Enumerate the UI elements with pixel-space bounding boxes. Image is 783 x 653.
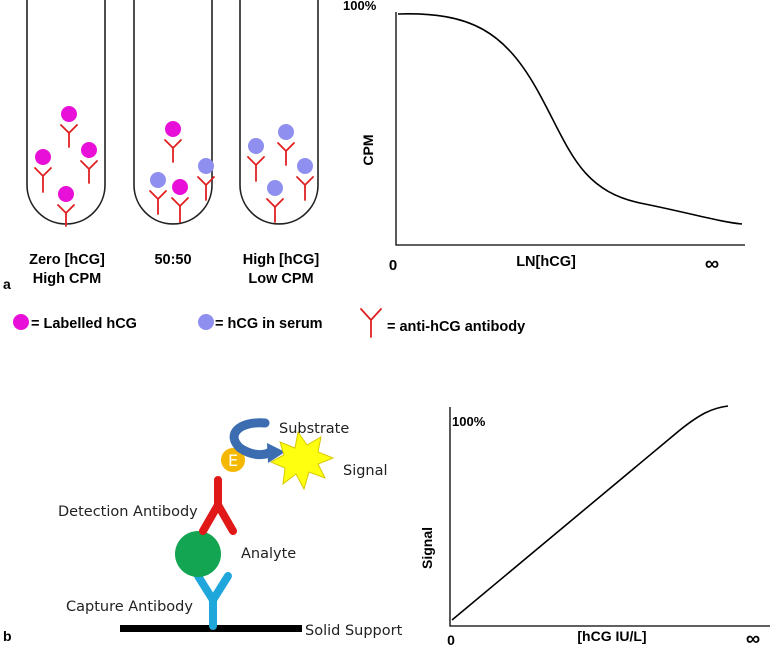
- antibody-icon: [296, 176, 314, 201]
- reaction-arrow: [229, 418, 275, 460]
- serum-hcg-dot: [278, 124, 294, 140]
- serum-hcg-legend-icon: [198, 314, 214, 330]
- antibody-icon: [164, 139, 182, 163]
- tube-1-label-line2: High CPM: [33, 271, 101, 287]
- cpm-x-origin-label: 0: [389, 257, 397, 274]
- panel-a-letter: a: [3, 276, 11, 292]
- enzyme-circle: [221, 448, 245, 472]
- solid-support-label: Solid Support: [305, 623, 403, 639]
- signal-chart: 100% Signal 0 [hCG IU/L] ∞: [419, 405, 770, 650]
- panel-b: E Substrate Signal Detection Antibody An…: [3, 405, 770, 650]
- labelled-hcg-dot: [81, 142, 97, 158]
- antibody-icon: [247, 156, 265, 182]
- antibody-icon: [80, 160, 98, 184]
- tube-3-label-line1: High [hCG]: [243, 252, 320, 268]
- signal-x-end-label: ∞: [746, 628, 760, 650]
- panel-a: Zero [hCG] High CPM 50:50 High [hCG] Low…: [3, 0, 745, 338]
- tube-zero-hcg: [26, 0, 106, 227]
- cpm-y-top-label: 100%: [343, 0, 377, 13]
- panel-b-letter: b: [3, 628, 12, 644]
- tube-2-label: 50:50: [154, 252, 191, 268]
- antibody-icon: [171, 197, 189, 223]
- elisa-diagram: E Substrate Signal Detection Antibody An…: [58, 418, 403, 639]
- signal-ylabel: Signal: [419, 527, 435, 569]
- antibody-icon: [277, 142, 295, 166]
- antibody-icon: [197, 176, 215, 201]
- antibody-icon: [149, 190, 167, 215]
- legend-serum: = hCG in serum: [215, 316, 323, 332]
- cpm-xlabel: LN[hCG]: [516, 254, 576, 270]
- labelled-hcg-legend-icon: [13, 314, 29, 330]
- cpm-ylabel: CPM: [360, 134, 376, 165]
- antibody-icon: [60, 124, 78, 148]
- enzyme-label: E: [228, 451, 238, 470]
- cpm-chart-axes: [395, 12, 745, 246]
- signal-burst-icon: [269, 430, 335, 491]
- tube-outline: [133, 0, 213, 225]
- legend-labelled: = Labelled hCG: [31, 316, 137, 332]
- labelled-hcg-dot: [165, 121, 181, 137]
- signal-label: Signal: [343, 463, 388, 479]
- tube-3-label-line2: Low CPM: [248, 271, 313, 287]
- detection-antibody-label: Detection Antibody: [58, 504, 198, 520]
- antibody-icon: [57, 204, 75, 227]
- signal-curve: [451, 405, 729, 621]
- signal-xlabel: [hCG IU/L]: [577, 628, 646, 644]
- reaction-arrow-head: [267, 443, 285, 463]
- analyte-label: Analyte: [241, 546, 296, 562]
- signal-x-origin-label: 0: [447, 632, 455, 648]
- legend-antibody: = anti-hCG antibody: [387, 319, 525, 335]
- detection-antibody-icon: [199, 476, 237, 535]
- labelled-hcg-dot: [35, 149, 51, 165]
- tube-fifty-fifty: [133, 0, 215, 225]
- serum-hcg-dot: [248, 138, 264, 154]
- labelled-hcg-dot: [58, 186, 74, 202]
- antibody-icon: [266, 198, 284, 223]
- labelled-hcg-dot: [61, 106, 77, 122]
- antibody-legend-icon: [360, 308, 382, 338]
- cpm-x-end-label: ∞: [705, 253, 719, 275]
- serum-hcg-dot: [297, 158, 313, 174]
- legend: = Labelled hCG = hCG in serum = anti-hCG…: [13, 308, 525, 338]
- serum-hcg-dot: [150, 172, 166, 188]
- capture-antibody-icon: [194, 572, 232, 604]
- serum-hcg-dot: [198, 158, 214, 174]
- signal-chart-axes: [449, 407, 770, 627]
- substrate-label: Substrate: [279, 421, 349, 437]
- cpm-chart: 100% CPM 0 LN[hCG] ∞: [343, 0, 745, 275]
- cpm-curve: [397, 13, 743, 225]
- tube-high-hcg: [239, 0, 319, 225]
- labelled-hcg-dot: [172, 179, 188, 195]
- analyte-circle: [175, 531, 221, 577]
- serum-hcg-dot: [267, 180, 283, 196]
- tube-1-label-line1: Zero [hCG]: [29, 252, 105, 268]
- tube-outline: [239, 0, 319, 225]
- antibody-icon: [34, 167, 52, 193]
- capture-antibody-label: Capture Antibody: [66, 599, 193, 615]
- signal-y-top-label: 100%: [452, 414, 486, 429]
